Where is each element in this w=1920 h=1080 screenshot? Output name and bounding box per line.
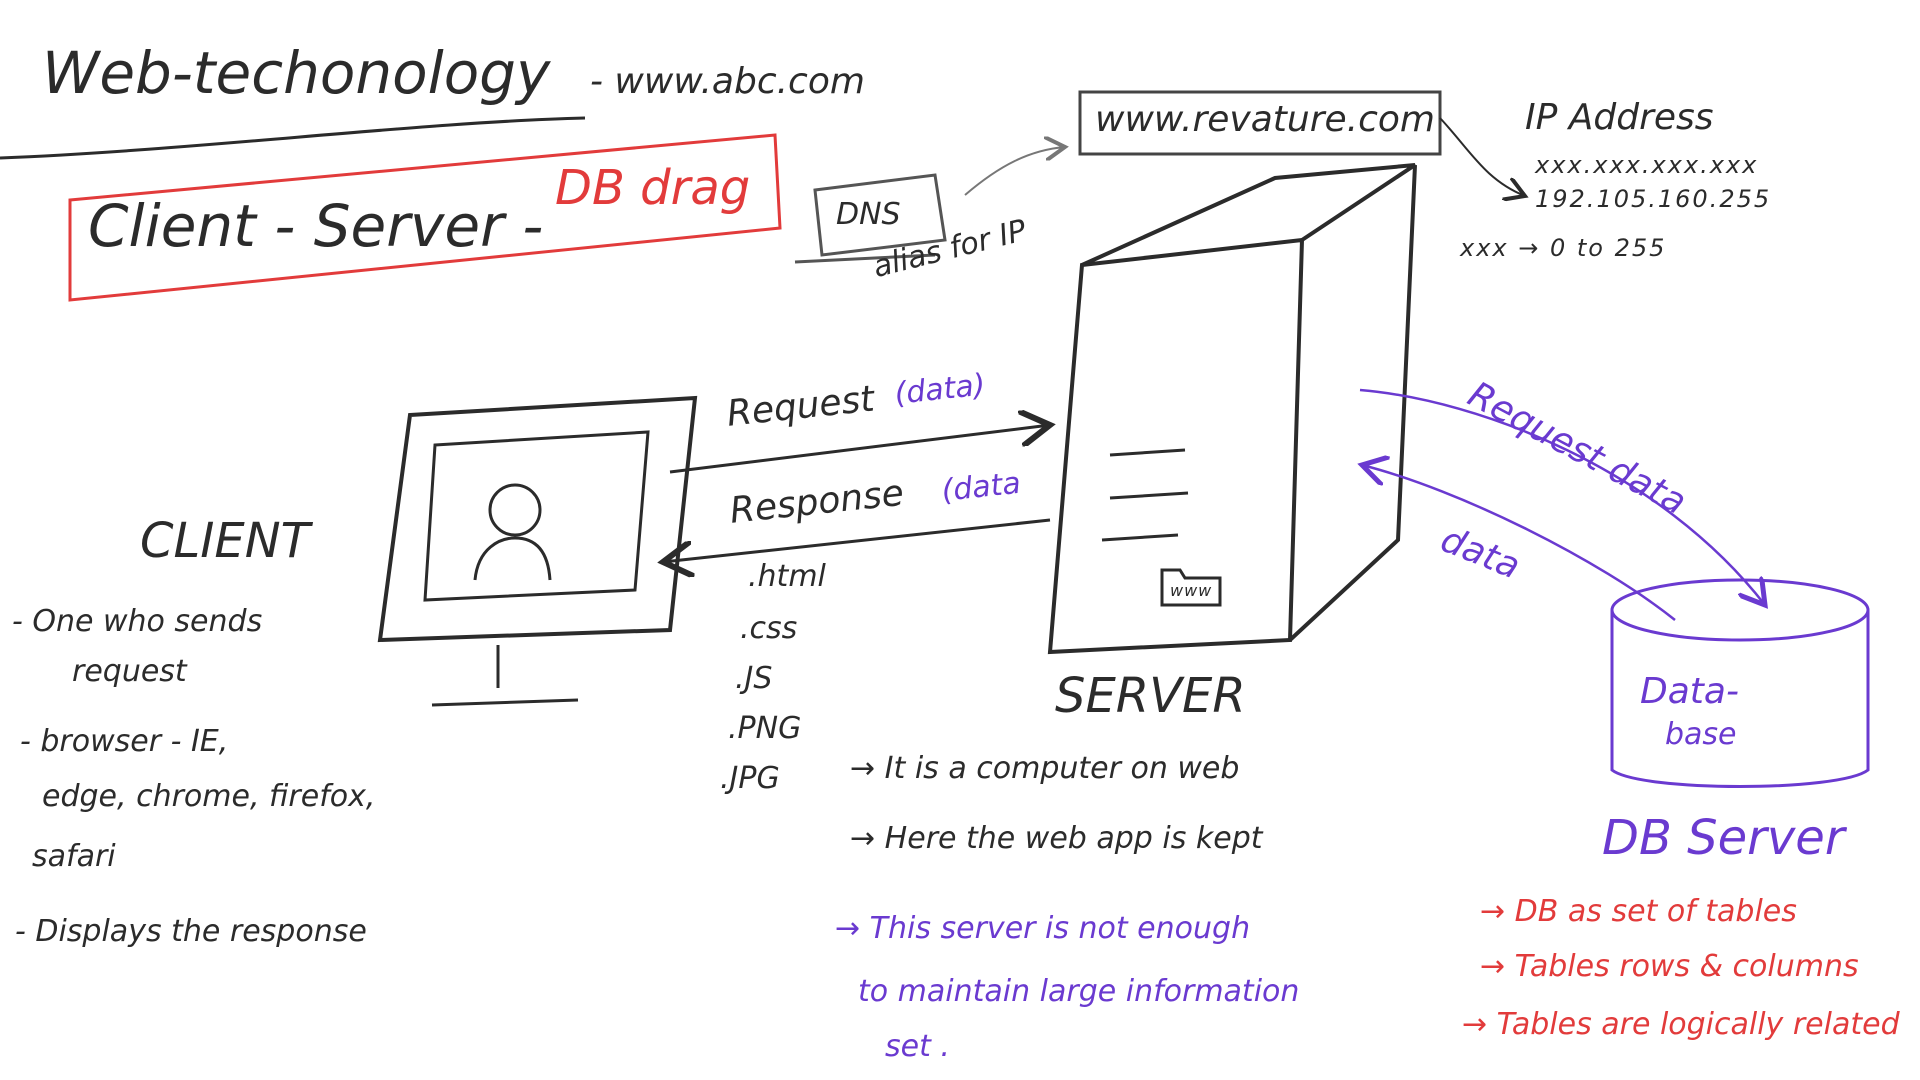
title-underline [0,116,586,160]
database-label-1: Data- [1640,671,1739,712]
server-slot-2 [1109,491,1189,500]
user-icon-body [473,536,552,581]
ip-heading: IP Address [1525,97,1714,138]
client-server-title: Client - Server - [88,192,544,260]
server-slot-1 [1109,448,1186,457]
monitor-frame [377,395,698,643]
server-label: SERVER [1055,668,1246,724]
server-purple-note-2: to maintain large information [858,974,1300,1009]
url-example: - www.abc.com [590,61,865,102]
dns-underline [794,253,936,264]
monitor-base [431,698,579,707]
title-box [68,133,782,302]
file-type-1: .html [748,559,826,594]
client-note-5: safari [32,839,116,874]
db-note-2: → Tables rows & columns [1480,949,1859,984]
server-side [1288,164,1417,642]
url-box [1078,90,1442,156]
user-icon-head [488,483,542,537]
db-drag-label: DB drag [555,160,751,216]
file-type-3: .JS [735,661,773,696]
server-purple-note-1: → This server is not enough [835,911,1251,946]
database-top [1610,578,1870,642]
monitor-screen [423,430,650,602]
server-note-1: → It is a computer on web [850,751,1240,786]
response-data-label: (data [939,465,1023,509]
dns-to-url-arrow [964,147,1065,196]
server-note-2: → Here the web app is kept [850,821,1263,856]
ip-example: 192.105.160.255 [1535,185,1772,213]
db-note-1: → DB as set of tables [1480,894,1797,929]
client-label: CLIENT [140,513,310,569]
file-type-4: .PNG [728,711,802,746]
database-label-2: base [1665,717,1737,752]
folder-label: www [1170,581,1213,600]
client-note-4: edge, chrome, firefox, [42,779,376,814]
client-note-3: - browser - IE, [20,724,229,759]
folder-icon [1160,568,1222,607]
server-url: www.revature.com [1095,99,1435,140]
server-top [1081,163,1417,267]
client-note-6: - Displays the response [15,914,367,949]
file-type-5: .JPG [720,761,780,796]
client-note-2: request [72,654,187,689]
response-arrow [663,518,1051,562]
ip-format: xxx.xxx.xxx.xxx [1535,151,1759,179]
dns-label: DNS [836,197,901,232]
request-arrow [669,425,1050,474]
dns-box [813,173,947,257]
page-title: Web-techonology [42,39,551,107]
database-body [1610,610,1870,788]
url-to-ip-arrow [1439,117,1525,196]
db-server-label: DB Server [1602,810,1845,866]
server-slot-3 [1101,533,1179,542]
db-note-3: → Tables are logically related [1462,1007,1900,1042]
server-purple-note-3: set . [885,1029,950,1064]
server-to-db-arrow [1359,388,1765,605]
file-type-2: .css [740,611,798,646]
client-note-1: - One who sends [12,604,263,639]
db-to-server-arrow [1362,465,1676,621]
ip-range: xxx → 0 to 255 [1460,234,1667,262]
